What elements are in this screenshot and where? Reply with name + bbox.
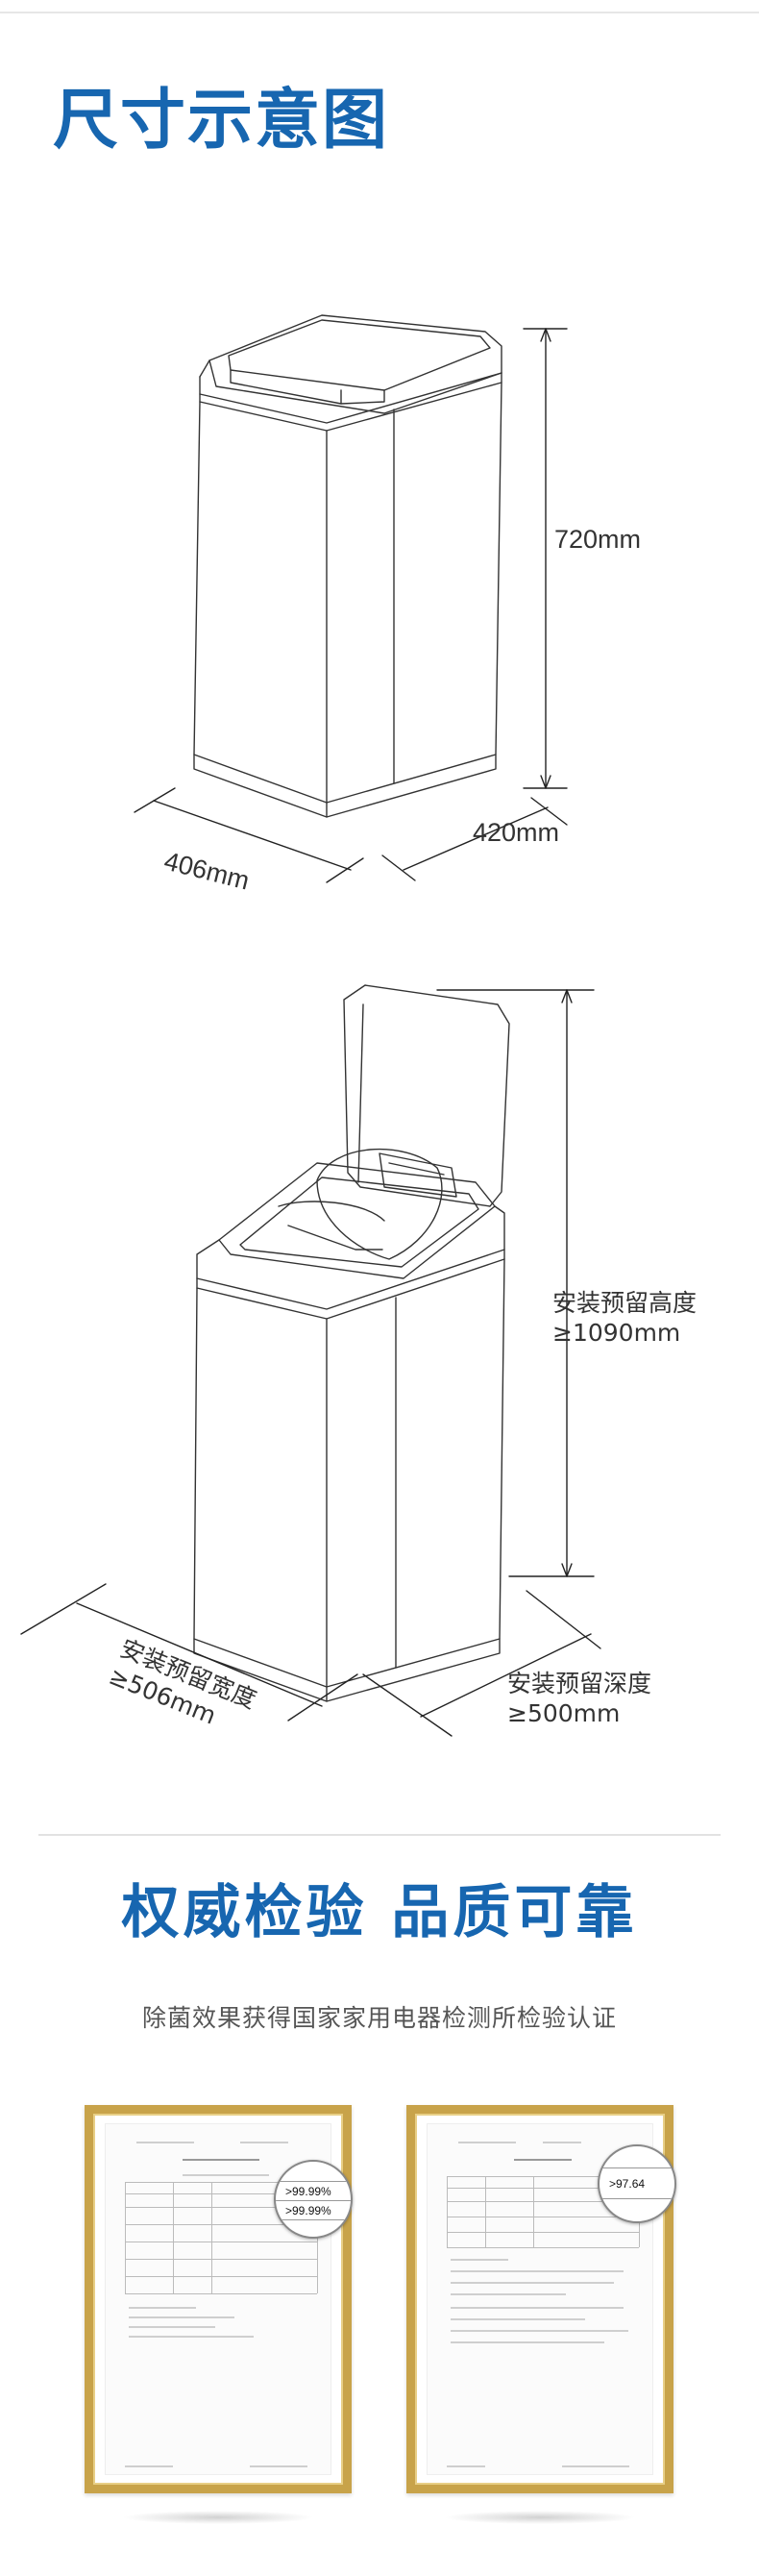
certificate-document-2 [427, 2123, 653, 2475]
certificate-shadow-1 [122, 2511, 314, 2524]
install-depth-label: 安装预留深度 ≥500mm [507, 1669, 651, 1729]
certification-subtitle: 除菌效果获得国家家用电器检测所检验认证 [141, 2004, 617, 2032]
certificate-1-value-2: >99.99% [285, 2204, 331, 2217]
install-depth-label-line2: ≥500mm [507, 1699, 621, 1728]
install-depth-label-line1: 安装预留深度 [507, 1670, 652, 1697]
depth-dimension-label: 420mm [473, 818, 560, 847]
install-height-label: 安装预留高度 ≥1090mm [552, 1288, 697, 1349]
certificate-1-value-1: >99.99% [285, 2185, 331, 2198]
dimension-lines-1 [134, 328, 568, 883]
dimension-lines-2 [20, 989, 601, 1737]
top-divider [0, 12, 759, 13]
install-height-label-line2: ≥1090mm [552, 1319, 681, 1348]
certificate-frame-2: >97.64 [406, 2105, 676, 2493]
dimensions-title: 尺寸示意图 [53, 83, 390, 159]
closed-bin-illustration [193, 314, 502, 818]
certificate-shadow-2 [444, 2511, 636, 2524]
install-height-label-line1: 安装预留高度 [552, 1289, 698, 1317]
section-divider [38, 1834, 721, 1836]
certificate-magnifier-2: >97.64 [598, 2144, 676, 2223]
height-dimension-label: 720mm [554, 525, 642, 554]
certificate-2-value-1: >97.64 [609, 2177, 646, 2191]
open-bin-illustration [193, 984, 510, 1702]
certificate-magnifier-1: >99.99% >99.99% [274, 2160, 353, 2239]
certification-title: 权威检验 品质可靠 [121, 1879, 638, 1946]
bin-drawings [20, 314, 601, 1737]
certificate-frame-1: >99.99% >99.99% [85, 2105, 353, 2493]
